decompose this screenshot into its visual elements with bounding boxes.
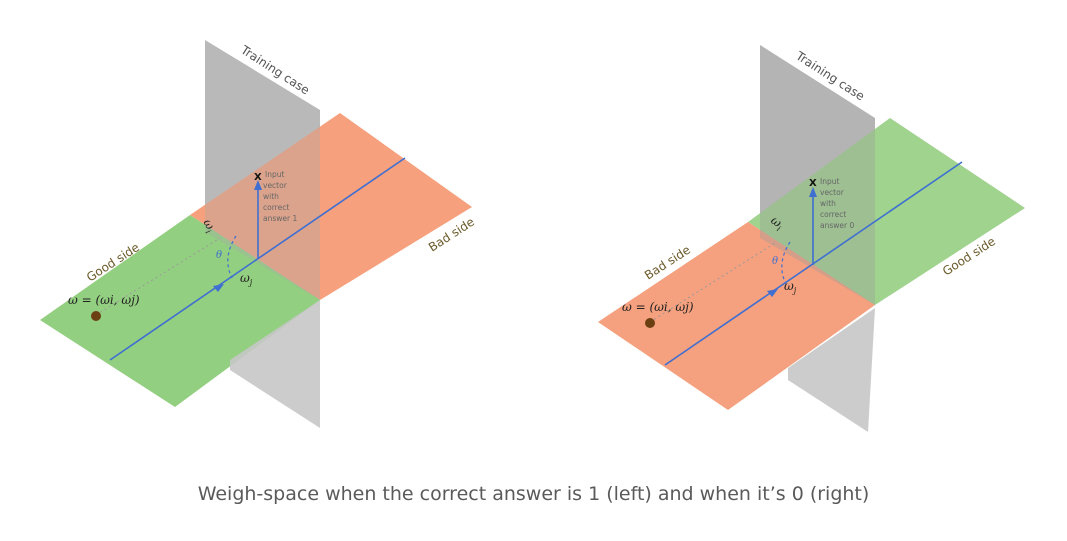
right-good-side-plane xyxy=(748,118,1025,305)
right-omega-j-label: ωj xyxy=(784,279,797,295)
left-input-label-line3: with xyxy=(263,192,279,201)
left-x-marker: X xyxy=(254,172,262,183)
right-input-label-line2: vector xyxy=(820,188,845,197)
left-input-label-line5: answer 1 xyxy=(263,214,297,223)
right-theta-label: θ xyxy=(772,256,778,267)
left-dotted-guide xyxy=(95,237,221,316)
left-input-vector-arrowhead xyxy=(254,180,262,190)
right-training-plane-lower xyxy=(788,308,875,432)
left-axis-arrowhead xyxy=(213,284,224,292)
figure-caption: Weigh-space when the correct answer is 1… xyxy=(197,483,870,505)
left-input-label-line1: Input xyxy=(265,170,284,179)
left-good-side-plane xyxy=(40,215,320,407)
right-input-vector-arrowhead xyxy=(809,187,817,197)
left-input-vector-label: Input vector with correct answer 1 xyxy=(263,170,297,223)
right-training-plane-overlay xyxy=(760,45,875,305)
right-input-label-line1: Input xyxy=(820,177,839,186)
left-training-plane-lower xyxy=(230,300,320,428)
left-input-label-line4: correct xyxy=(263,203,289,212)
left-weight-formula: ω = (ωi, ωj) xyxy=(68,293,140,307)
right-axis-arrowhead xyxy=(767,289,778,297)
left-input-label-line2: vector xyxy=(263,181,288,190)
right-x-marker: X xyxy=(809,178,817,189)
left-omega-j-label: ωj xyxy=(240,271,253,287)
right-input-vector-label: Input vector with correct answer 0 xyxy=(820,177,854,230)
right-panel: Training case Bad side Good side X Input… xyxy=(598,45,1025,432)
weight-space-figure: Training case Good side Bad side X Input… xyxy=(40,40,1025,432)
left-theta-label: θ xyxy=(216,250,222,261)
left-panel: Training case Good side Bad side X Input… xyxy=(40,40,477,428)
right-weight-formula: ω = (ωi, ωj) xyxy=(622,300,694,314)
left-weight-point xyxy=(91,311,101,321)
right-omega-i-label: ωi xyxy=(767,213,787,233)
right-input-label-line4: correct xyxy=(820,210,846,219)
right-weight-point xyxy=(645,318,655,328)
right-input-label-line5: answer 0 xyxy=(820,221,854,230)
right-input-label-line3: with xyxy=(820,199,836,208)
left-axis-line xyxy=(109,157,406,361)
